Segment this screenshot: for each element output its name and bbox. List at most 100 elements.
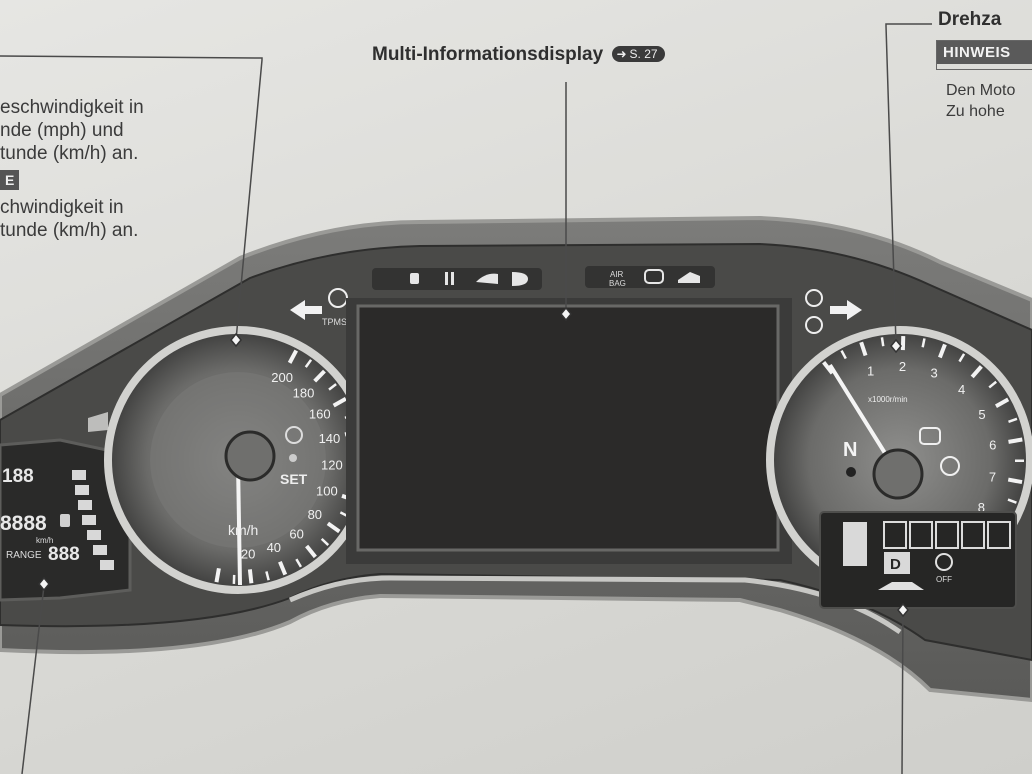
left-callout-line4: chwindigkeit in bbox=[0, 197, 124, 218]
speedometer-tick bbox=[313, 369, 326, 383]
right-callout-line1: Den Moto bbox=[946, 82, 1016, 99]
tachometer-tick bbox=[1007, 498, 1017, 504]
arrow-right-icon: ➜ bbox=[616, 47, 627, 61]
drive-mode-badge bbox=[884, 552, 910, 574]
multi-information-display bbox=[356, 304, 780, 552]
left-lcd-unit: km/h bbox=[36, 536, 53, 545]
tpms-label: TPMS bbox=[322, 317, 347, 327]
tachometer-tick bbox=[840, 350, 847, 360]
speedometer-tick bbox=[304, 359, 313, 368]
suspension-icon-2 bbox=[451, 272, 454, 285]
speedometer-label: 120 bbox=[321, 458, 343, 473]
page-reference-label: S. 27 bbox=[629, 47, 658, 61]
left-callout: eschwindigkeit in nde (mph) und tunde (k… bbox=[0, 96, 144, 242]
speedometer-tick bbox=[247, 569, 254, 584]
speedometer-unit: km/h bbox=[228, 522, 258, 538]
neutral-lamp bbox=[846, 467, 856, 477]
mode-segment-4 bbox=[961, 521, 985, 549]
high-beam-icon bbox=[512, 272, 528, 286]
speedometer-label: 100 bbox=[316, 484, 338, 499]
tachometer-tick bbox=[1008, 437, 1023, 444]
traction-off-icon bbox=[935, 553, 953, 571]
tachometer-label: 8 bbox=[978, 500, 985, 515]
tachometer-label: 4 bbox=[958, 382, 965, 397]
engine-check-icon bbox=[644, 269, 664, 284]
suspension-icon bbox=[445, 272, 448, 285]
fuel-pump-icon bbox=[60, 514, 70, 527]
left-callout-line5: tunde (km/h) an. bbox=[0, 220, 139, 241]
mode-segment-5 bbox=[987, 521, 1011, 549]
speedometer-tick bbox=[320, 537, 330, 546]
hinweis-box: HINWEIS bbox=[936, 40, 1032, 70]
mode-segment-1 bbox=[883, 521, 907, 549]
fog-light-icon bbox=[476, 273, 498, 284]
speedometer-needle bbox=[236, 461, 242, 586]
tachometer-tick bbox=[921, 338, 926, 348]
left-lcd-range-label: RANGE bbox=[6, 550, 42, 561]
left-lcd-top-value: 188 bbox=[2, 466, 34, 487]
speedometer-tick bbox=[305, 544, 317, 559]
turn-signal-left-icon bbox=[290, 300, 322, 320]
tachometer-label: 2 bbox=[899, 359, 906, 374]
turn-signal-right-icon bbox=[830, 300, 862, 320]
abs-icon bbox=[919, 427, 941, 445]
callout-markers bbox=[38, 306, 909, 618]
speedometer-hub bbox=[224, 430, 276, 482]
mid-callout-title-text: Multi-Informationsdisplay bbox=[372, 44, 604, 65]
speedometer-label: 80 bbox=[308, 507, 322, 522]
mode-segment-2 bbox=[909, 521, 933, 549]
speedometer-tick bbox=[332, 397, 347, 408]
speedometer-tick bbox=[326, 521, 341, 534]
speedometer-label: 160 bbox=[309, 407, 331, 422]
speedometer-tick bbox=[265, 571, 270, 581]
cruise-ready-icon bbox=[805, 289, 823, 307]
speedometer-tick bbox=[287, 349, 298, 364]
tachometer-label: 3 bbox=[930, 365, 937, 380]
cruise-set-label: SET bbox=[280, 471, 308, 487]
tachometer-label: 5 bbox=[978, 407, 985, 422]
tachometer-hub bbox=[872, 448, 924, 500]
speedometer-label: 200 bbox=[271, 370, 293, 385]
traction-off-label: OFF bbox=[936, 575, 952, 584]
cruise-control-icon bbox=[285, 426, 303, 444]
tachometer-label: 1 bbox=[867, 364, 874, 379]
lock-icon bbox=[410, 273, 419, 284]
page-reference[interactable]: ➜S. 27 bbox=[612, 46, 665, 62]
tachometer-tick bbox=[994, 397, 1010, 408]
motorcycle-icon bbox=[878, 582, 924, 590]
tachometer-lcd bbox=[819, 511, 1017, 609]
left-callout-line2: nde (mph) und bbox=[0, 120, 124, 141]
speedometer-tick bbox=[278, 560, 288, 576]
speedometer-ticks bbox=[214, 349, 362, 584]
mode-segment-3 bbox=[935, 521, 959, 549]
speedometer-tick bbox=[295, 558, 303, 568]
tachometer-tick bbox=[1008, 417, 1018, 424]
fuel-gauge-bar bbox=[72, 470, 114, 570]
speedometer-label: 20 bbox=[241, 546, 255, 561]
left-callout-line1: eschwindigkeit in bbox=[0, 97, 144, 118]
right-callout-title: Drehza bbox=[938, 9, 1002, 30]
tachometer-unit: x1000r/min bbox=[868, 395, 908, 404]
tachometer-tick bbox=[880, 337, 885, 347]
speedometer-label: 140 bbox=[319, 431, 341, 446]
tachometer-tick bbox=[958, 353, 966, 363]
lower-trim bbox=[288, 575, 902, 635]
airbag-label-2: BAG bbox=[609, 279, 626, 288]
airbag-label: AIR bbox=[610, 270, 624, 279]
mid-callout-title: Multi-Informationsdisplay ➜S. 27 bbox=[372, 44, 665, 66]
tachometer-tick bbox=[822, 361, 834, 375]
tachometer-tick bbox=[970, 365, 983, 379]
tachometer-label: 7 bbox=[989, 470, 996, 485]
traction-control-icon bbox=[940, 456, 960, 476]
tachometer-tick bbox=[1007, 477, 1023, 485]
speedometer-label: 40 bbox=[267, 540, 281, 555]
tachometer-tick bbox=[938, 343, 947, 359]
speedometer-tick bbox=[214, 567, 221, 583]
callout-lines bbox=[0, 23, 932, 774]
drive-mode-letter: D bbox=[890, 556, 901, 573]
left-callout-badge: E bbox=[0, 170, 20, 190]
speedometer-label: 180 bbox=[293, 386, 315, 401]
